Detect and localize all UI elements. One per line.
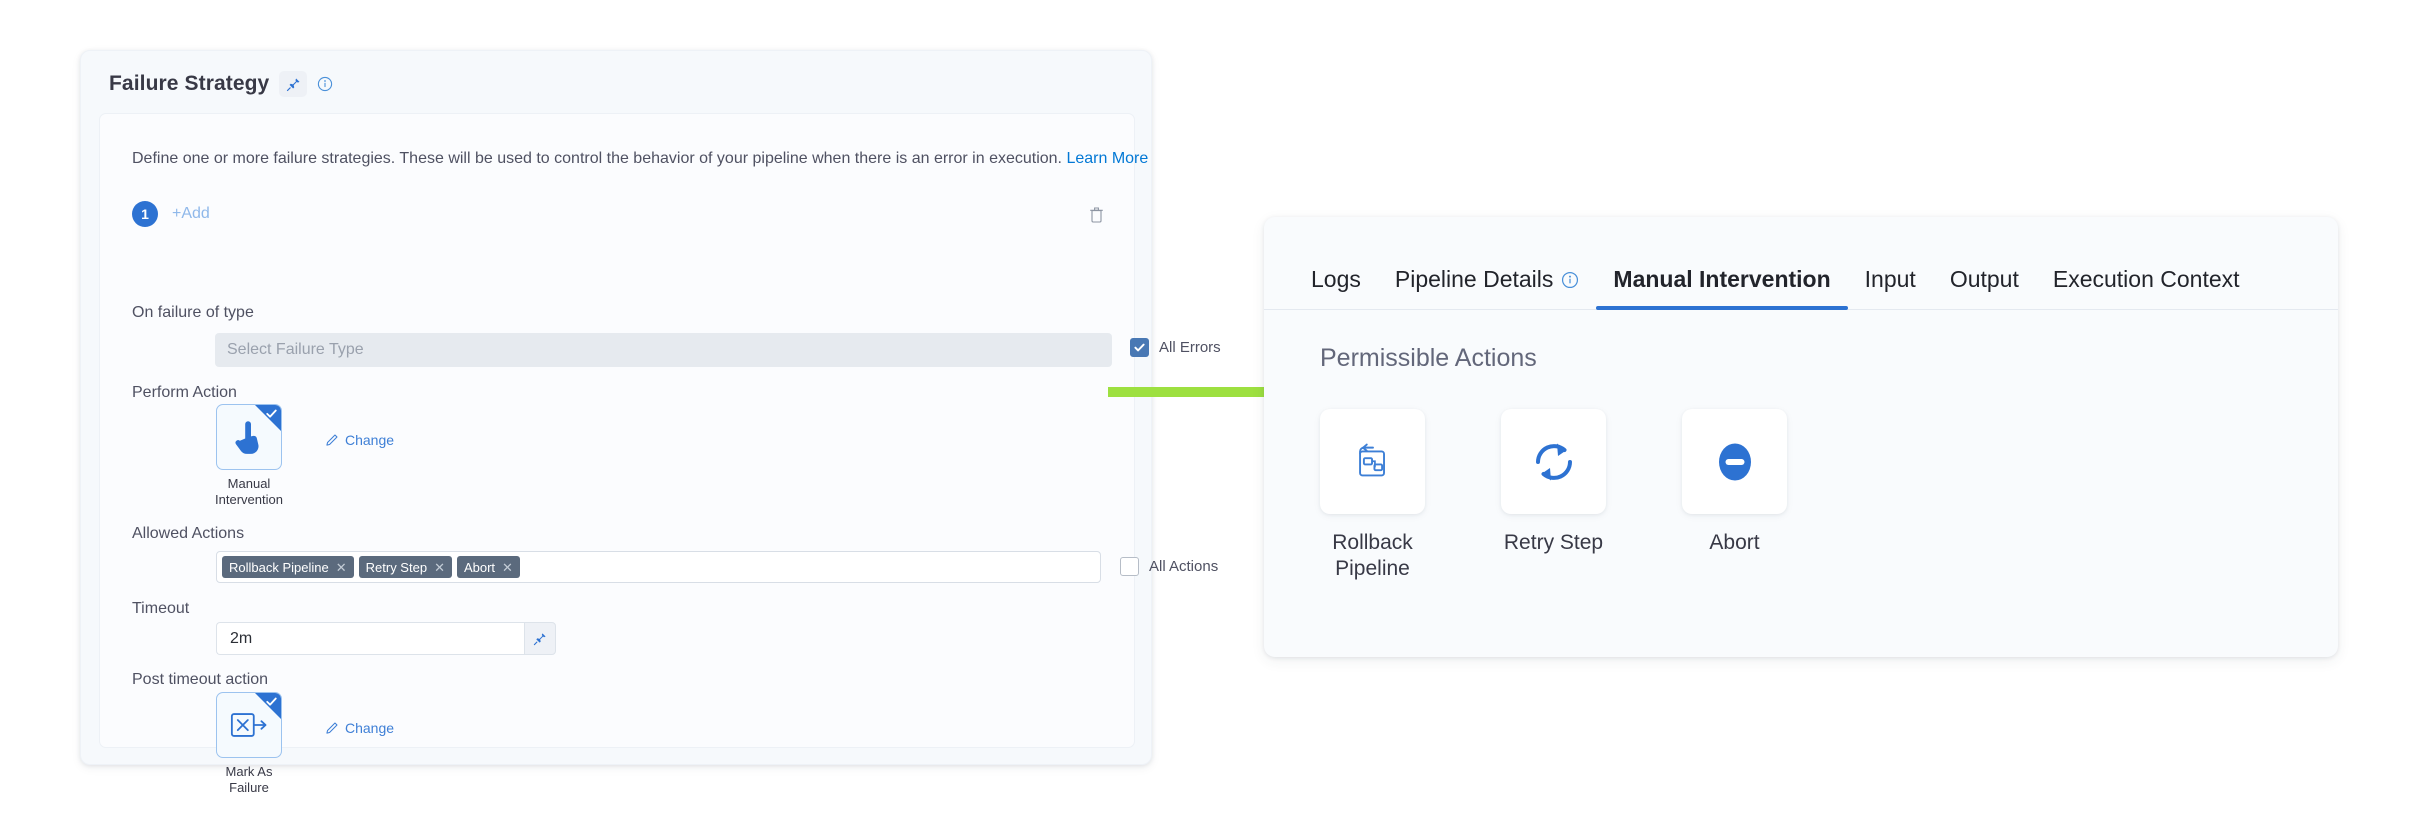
chip-retry-step[interactable]: Retry Step ✕ bbox=[358, 556, 452, 578]
change-perform-action-button[interactable]: Change bbox=[325, 432, 394, 448]
info-circle-icon[interactable] bbox=[1561, 271, 1579, 289]
delete-strategy-button[interactable] bbox=[1089, 206, 1104, 223]
retry-step-button[interactable] bbox=[1501, 409, 1606, 514]
chip-label: Retry Step bbox=[365, 559, 428, 575]
tab-label: Input bbox=[1864, 266, 1916, 292]
timeout-field: 2m bbox=[216, 622, 556, 655]
mark-as-failure-icon bbox=[230, 713, 267, 737]
permissible-action-abort[interactable]: Abort bbox=[1682, 409, 1787, 581]
green-right-arrow bbox=[1108, 378, 1332, 406]
tab-execution-context[interactable]: Execution Context bbox=[2036, 266, 2257, 309]
tab-output[interactable]: Output bbox=[1933, 266, 2036, 309]
mark-as-failure-caption: Mark As Failure bbox=[225, 764, 273, 796]
tab-input[interactable]: Input bbox=[1848, 266, 1933, 309]
all-errors-checkbox[interactable] bbox=[1130, 338, 1149, 357]
abort-button[interactable] bbox=[1682, 409, 1787, 514]
allowed-actions-label: Allowed Actions bbox=[132, 525, 245, 542]
tab-pipeline-details[interactable]: Pipeline Details bbox=[1378, 266, 1597, 309]
pin-button[interactable] bbox=[279, 71, 308, 97]
execution-details-panel: Logs Pipeline Details Manual Interventio… bbox=[1264, 217, 2338, 657]
pencil-icon bbox=[326, 722, 338, 734]
annotation-arrow bbox=[1108, 376, 1333, 413]
permissible-action-label: Retry Step bbox=[1503, 531, 1604, 554]
permissible-action-label: Rollback Pipeline bbox=[1332, 531, 1413, 580]
chip-remove-icon[interactable]: ✕ bbox=[335, 559, 347, 575]
chip-label: Abort bbox=[463, 559, 496, 575]
hand-pointer-icon bbox=[235, 421, 259, 454]
add-strategy-link[interactable]: +Add bbox=[172, 205, 210, 222]
strategy-add-row: 1 +Add bbox=[132, 201, 1104, 227]
mark-as-failure-tile-wrap: Mark As Failure bbox=[216, 692, 288, 797]
tab-label: Manual Intervention bbox=[1613, 266, 1831, 292]
chip-remove-icon[interactable]: ✕ bbox=[434, 559, 445, 575]
permissible-action-rollback-pipeline[interactable]: Rollback Pipeline bbox=[1320, 409, 1425, 581]
description-text: Define one or more failure strategies. T… bbox=[132, 150, 1062, 167]
all-errors-checkbox-row[interactable]: All Errors bbox=[1130, 338, 1221, 357]
tab-logs[interactable]: Logs bbox=[1294, 266, 1378, 309]
tile-check-icon bbox=[266, 409, 277, 418]
abort-minus-circle-icon bbox=[1718, 443, 1751, 480]
all-actions-checkbox[interactable] bbox=[1120, 557, 1139, 576]
rollback-pipeline-button[interactable] bbox=[1320, 409, 1425, 514]
strategy-index-badge: 1 bbox=[132, 201, 158, 227]
learn-more-link[interactable]: Learn More bbox=[1066, 150, 1149, 167]
pin-icon bbox=[286, 78, 300, 91]
panel-header: Failure Strategy bbox=[81, 51, 1151, 111]
change-label: Change bbox=[345, 432, 395, 448]
permissible-action-label: Abort bbox=[1709, 531, 1760, 554]
strategy-inner-card: Define one or more failure strategies. T… bbox=[99, 113, 1221, 795]
info-circle-icon[interactable] bbox=[317, 76, 333, 92]
permissible-actions-grid: Rollback Pipeline Retry Step bbox=[1264, 373, 2338, 581]
all-actions-checkbox-row[interactable]: All Actions bbox=[1120, 557, 1218, 576]
perform-action-label: Perform Action bbox=[132, 384, 237, 401]
permissible-action-retry-step[interactable]: Retry Step bbox=[1501, 409, 1606, 581]
failure-type-placeholder: Select Failure Type bbox=[227, 341, 364, 358]
chip-rollback-pipeline[interactable]: Rollback Pipeline ✕ bbox=[222, 556, 354, 578]
mark-as-failure-tile[interactable] bbox=[216, 692, 282, 758]
tab-label: Output bbox=[1949, 266, 2019, 292]
manual-intervention-caption: Manual Intervention bbox=[215, 476, 283, 508]
timeout-label: Timeout bbox=[132, 600, 190, 617]
change-label: Change bbox=[345, 720, 395, 736]
post-timeout-action-label: Post timeout action bbox=[132, 671, 269, 688]
page-title: Failure Strategy bbox=[109, 72, 270, 95]
chip-label: Rollback Pipeline bbox=[229, 559, 329, 575]
tab-label: Logs bbox=[1311, 266, 1361, 292]
tab-manual-intervention[interactable]: Manual Intervention bbox=[1596, 266, 1848, 310]
allowed-actions-input[interactable]: Rollback Pipeline ✕ Retry Step ✕ Abort ✕ bbox=[216, 551, 1101, 583]
tab-bar: Logs Pipeline Details Manual Interventio… bbox=[1264, 217, 2338, 310]
on-failure-type-label: On failure of type bbox=[132, 304, 254, 321]
tab-label: Pipeline Details bbox=[1394, 266, 1554, 292]
tile-selected-corner bbox=[255, 693, 281, 719]
retry-refresh-icon bbox=[1535, 443, 1572, 480]
pin-icon bbox=[533, 632, 546, 645]
chip-remove-icon[interactable]: ✕ bbox=[502, 559, 513, 575]
manual-intervention-tile-wrap: Manual Intervention bbox=[215, 404, 288, 509]
all-actions-label: All Actions bbox=[1149, 558, 1219, 575]
panel-description: Define one or more failure strategies. T… bbox=[132, 148, 1148, 170]
failure-type-select[interactable]: Select Failure Type bbox=[215, 333, 1112, 367]
all-errors-label: All Errors bbox=[1159, 339, 1221, 356]
timeout-pin-button[interactable] bbox=[524, 622, 556, 655]
change-post-timeout-action-button[interactable]: Change bbox=[325, 720, 394, 736]
manual-intervention-tile[interactable] bbox=[216, 404, 282, 470]
rollback-pipeline-icon bbox=[1358, 443, 1385, 476]
pencil-icon bbox=[326, 434, 338, 446]
tab-label: Execution Context bbox=[2052, 266, 2240, 292]
tile-selected-corner bbox=[255, 405, 281, 431]
check-icon bbox=[1134, 343, 1145, 352]
tile-check-icon bbox=[266, 697, 277, 706]
failure-strategy-panel: Failure Strategy Define one or more fail… bbox=[80, 50, 1221, 795]
trash-icon bbox=[1090, 206, 1103, 223]
timeout-input[interactable]: 2m bbox=[216, 622, 524, 655]
chip-abort[interactable]: Abort ✕ bbox=[456, 556, 520, 578]
permissible-actions-title: Permissible Actions bbox=[1320, 344, 1537, 372]
